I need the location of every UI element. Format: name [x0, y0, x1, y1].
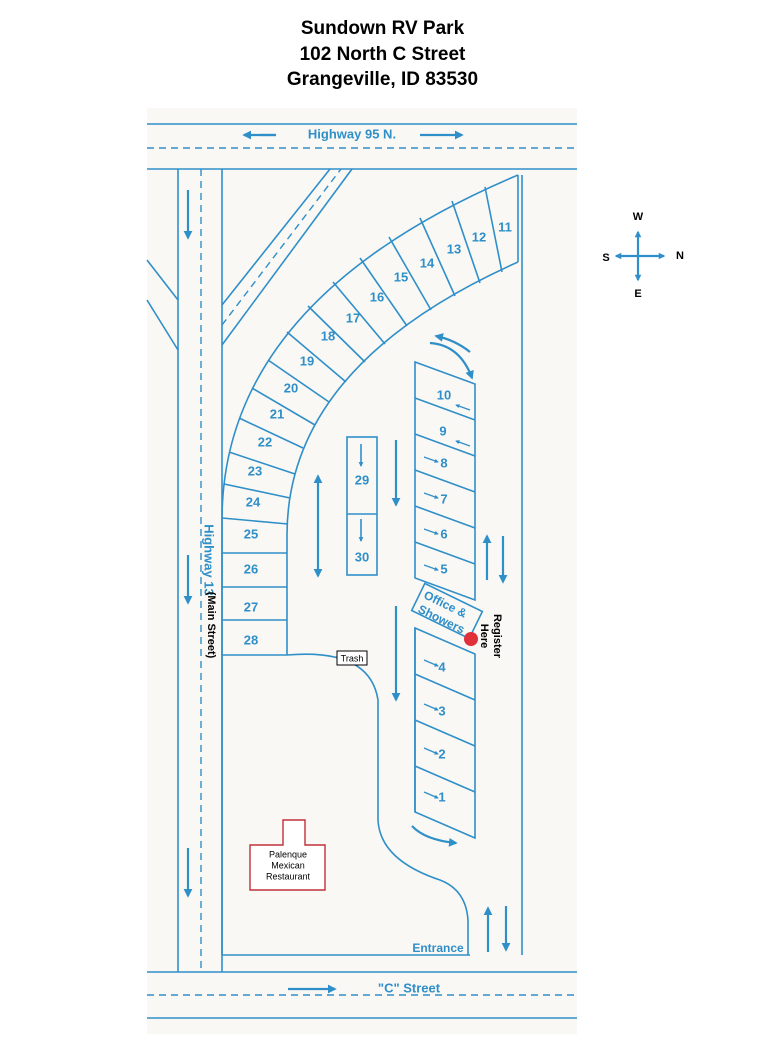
- lot-3: 3: [438, 703, 445, 718]
- lot-8: 8: [440, 455, 447, 470]
- lot-14: 14: [420, 255, 435, 270]
- compass-n: N: [676, 250, 684, 262]
- lot-29: 29: [355, 472, 369, 487]
- diagonal-roads: [146, 168, 353, 351]
- c-street: "C" Street: [147, 971, 577, 1019]
- lot-23: 23: [248, 463, 262, 478]
- trash-label: Trash: [341, 653, 364, 663]
- lot-30: 30: [355, 549, 369, 564]
- entrance-label: Entrance: [412, 941, 464, 955]
- lot-21: 21: [270, 406, 284, 421]
- register-marker: Register Here: [464, 614, 503, 659]
- main-street-label: (Main Street): [205, 592, 217, 659]
- lot-9: 9: [439, 423, 446, 438]
- lot-15: 15: [394, 269, 408, 284]
- lot-24: 24: [246, 494, 261, 509]
- lot-18: 18: [321, 328, 335, 343]
- restaurant-name-2: Mexican: [271, 860, 305, 870]
- register-dot: [464, 632, 478, 646]
- c-street-label: "C" Street: [378, 980, 441, 995]
- right-lots-upper: 10 9 8 7 6 5: [414, 360, 476, 602]
- compass-e: E: [634, 288, 641, 300]
- restaurant-name-1: Palenque: [269, 849, 307, 859]
- restaurant: Palenque Mexican Restaurant: [249, 819, 326, 891]
- lot-19: 19: [300, 353, 314, 368]
- park-outline: [221, 175, 523, 956]
- register-label-2: Here: [478, 624, 490, 648]
- lot-12: 12: [472, 229, 486, 244]
- lot-16: 16: [370, 289, 384, 304]
- highway-13-label: Highway 13: [202, 524, 217, 596]
- lot-4: 4: [438, 659, 446, 674]
- lot-10: 10: [437, 387, 451, 402]
- lot-11: 11: [498, 219, 512, 234]
- park-address: 102 North C Street: [299, 44, 466, 65]
- lot-17: 17: [346, 310, 360, 325]
- lot-27: 27: [244, 599, 258, 614]
- restaurant-name-3: Restaurant: [266, 871, 311, 881]
- park-city: Grangeville, ID 83530: [286, 69, 479, 90]
- curved-lots: [221, 174, 519, 656]
- lot-5: 5: [440, 561, 447, 576]
- compass-rose: W E S N: [602, 211, 684, 300]
- lot-26: 26: [244, 561, 258, 576]
- curved-lot-numbers: 28 27 26 25 24 23 22 21 20 19 18 17 16 1…: [244, 219, 512, 647]
- trash: Trash: [336, 650, 368, 666]
- lot-7: 7: [440, 491, 447, 506]
- lot-6: 6: [440, 526, 447, 541]
- register-label-1: Register: [491, 614, 503, 659]
- center-lots: 29 30: [346, 436, 378, 576]
- lot-20: 20: [284, 380, 298, 395]
- park-name: Sundown RV Park: [300, 18, 465, 39]
- lot-2: 2: [438, 746, 445, 761]
- lot-25: 25: [244, 526, 258, 541]
- lot-22: 22: [258, 434, 272, 449]
- traffic-arrows: [313, 333, 511, 952]
- compass-s: S: [602, 252, 609, 264]
- lot-13: 13: [447, 241, 461, 256]
- highway-95-label: Highway 95 N.: [308, 126, 396, 141]
- lot-28: 28: [244, 632, 258, 647]
- lot-1: 1: [438, 789, 445, 804]
- highway-95: Highway 95 N.: [147, 123, 577, 170]
- compass-w: W: [633, 211, 644, 223]
